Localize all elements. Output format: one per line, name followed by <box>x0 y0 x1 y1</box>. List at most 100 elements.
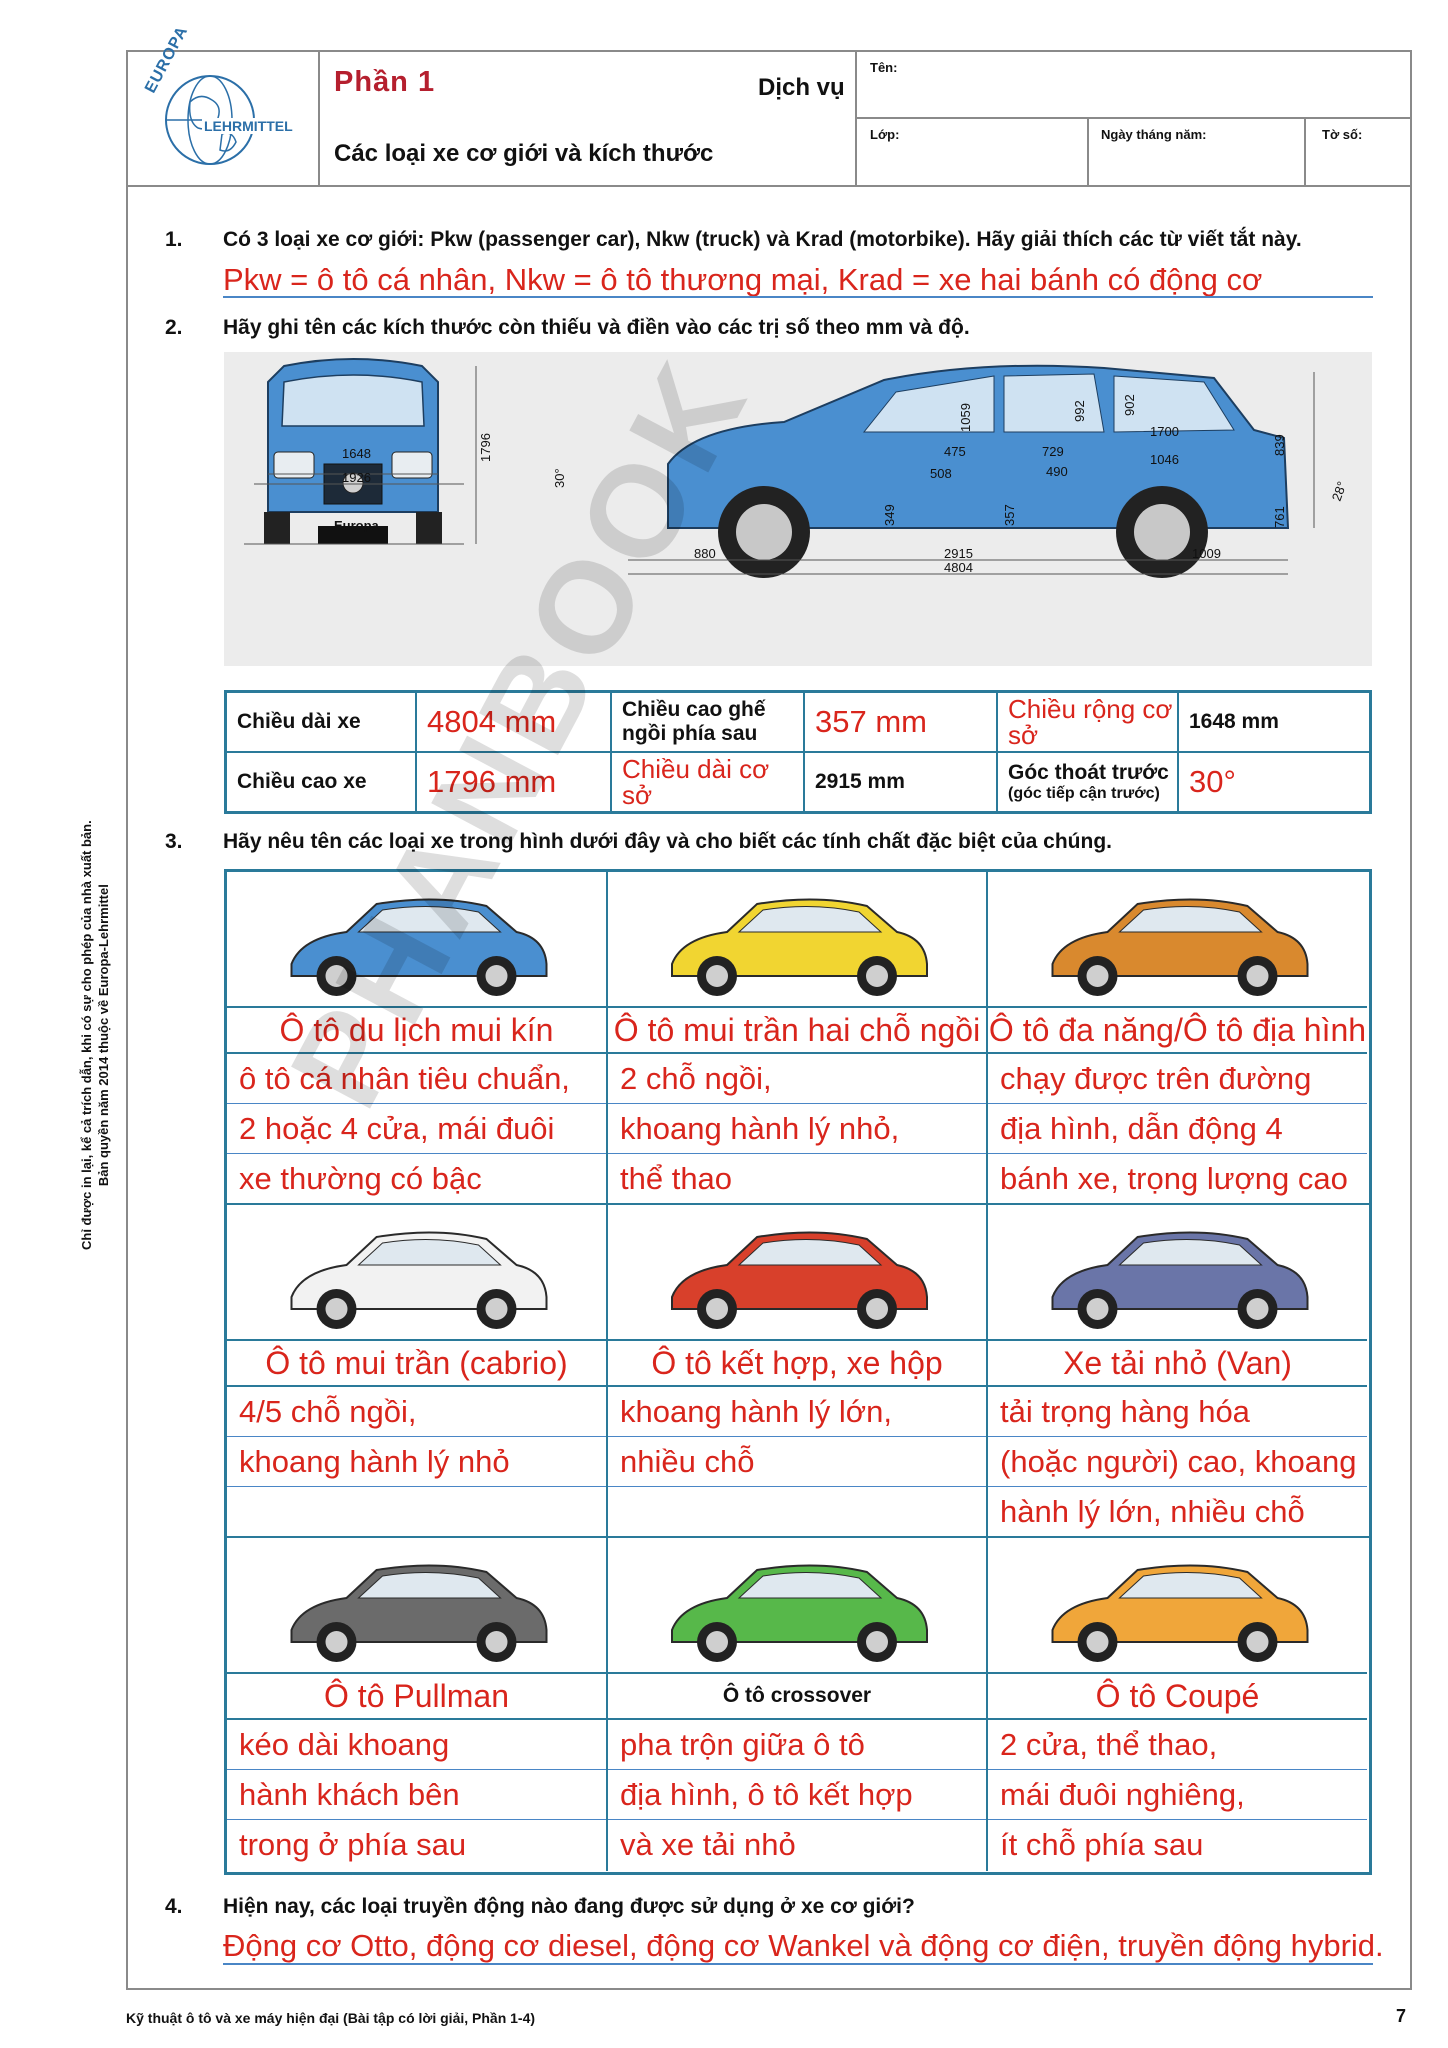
vehicle-rim <box>706 1298 728 1320</box>
class-field-label: Lớp: <box>870 127 900 142</box>
vehicle-rim <box>485 1631 508 1653</box>
question-1-number: 1. <box>165 228 183 251</box>
vehicle-illustration <box>671 898 928 996</box>
footer-title: Kỹ thuật ô tô và xe máy hiện đại (Bài tậ… <box>126 2010 536 2026</box>
vehicle-feature-line: ô tô cá nhân tiêu chuẩn, <box>227 1054 606 1104</box>
vehicle-type-name: Ô tô Coupé <box>988 1672 1367 1720</box>
question-2-number: 2. <box>165 316 183 339</box>
angle-label-sub: (góc tiếp cận trước) <box>1008 785 1160 802</box>
vehicle-feature-line: và xe tải nhỏ <box>620 1827 796 1862</box>
cell-track-label: Chiều rộng cơ sở <box>998 693 1179 753</box>
front-badge: Europa <box>334 518 380 533</box>
vehicle-rim <box>1086 1298 1109 1320</box>
vehicle-rim <box>485 965 508 987</box>
question-4-number: 4. <box>165 1895 183 1918</box>
vehicle-feature-line: 2 hoặc 4 cửa, mái đuôi <box>227 1104 606 1154</box>
dim-1046: 1046 <box>1150 452 1179 467</box>
vehicle-type-name: Ô tô crossover <box>608 1672 986 1720</box>
vehicle-feature-line: hành lý lớn, nhiều chỗ <box>1000 1494 1305 1529</box>
dim-overhang-front: 880 <box>694 546 716 561</box>
dimension-table: Chiều dài xe 4804 mm Chiều cao ghế ngồi … <box>224 690 1372 814</box>
vehicle-window <box>737 1238 883 1266</box>
vehicle-feature-line: khoang hành lý nhỏ, <box>608 1104 986 1154</box>
vehicle-rim <box>1246 1298 1269 1320</box>
date-field-label: Ngày tháng năm: <box>1101 127 1207 142</box>
vehicle-feature-line: tải trọng hàng hóa <box>988 1387 1367 1437</box>
cell-height-value: 1796 mm <box>417 753 612 811</box>
vehicle-window <box>357 905 502 933</box>
cell-length-value: 4804 mm <box>417 693 612 753</box>
vehicle-illustration <box>1051 1231 1309 1329</box>
dim-349: 349 <box>882 504 897 526</box>
vehicle-rim <box>325 1298 348 1320</box>
vehicle-card: Ô tô mui trần (cabrio)4/5 chỗ ngồi,khoan… <box>227 1205 608 1538</box>
vehicle-window <box>737 905 883 933</box>
vehicle-rim <box>866 1631 888 1653</box>
question-3-text: Hãy nêu tên các loại xe trong hình dưới … <box>223 830 1112 853</box>
vehicle-rim <box>325 1631 348 1653</box>
vehicle-feature-line: khoang hành lý lớn, <box>608 1387 986 1437</box>
cell-length-label: Chiều dài xe <box>227 693 417 753</box>
vehicle-rim <box>485 1298 508 1320</box>
vehicle-feature-line: 4/5 chỗ ngồi, <box>227 1387 606 1437</box>
name-field-label: Tên: <box>870 60 898 75</box>
vehicle-rim <box>866 965 888 987</box>
car-dimension-drawing: 1648 1926 1796 Europa 30° 28° 880 2915 1… <box>244 358 1350 578</box>
dim-height: 1796 <box>478 433 493 462</box>
vehicle-type-name: Xe tải nhỏ (Van) <box>988 1339 1367 1387</box>
vehicle-type-name: Ô tô mui trần (cabrio) <box>227 1339 606 1387</box>
vehicle-feature-line: mái đuôi nghiêng, <box>988 1770 1367 1820</box>
divider <box>318 50 320 187</box>
vehicle-feature-line: địa hình, ô tô kết hợp <box>608 1770 986 1820</box>
vehicle-feature-line: xe thường có bậc <box>239 1161 482 1196</box>
vehicle-card: Xe tải nhỏ (Van)tải trọng hàng hóa(hoặc … <box>988 1205 1369 1538</box>
page-frame <box>126 50 1412 1990</box>
cell-angle-value: 30° <box>1189 764 1236 799</box>
dim-357: 357 <box>1002 504 1017 526</box>
dim-angle-front: 30° <box>552 468 567 488</box>
dim-761: 761 <box>1272 506 1287 528</box>
vehicle-type-name: Ô tô Pullman <box>227 1672 606 1720</box>
dim-1059: 1059 <box>958 403 973 432</box>
vehicle-rim <box>706 1631 728 1653</box>
vehicle-feature-line: địa hình, dẫn động 4 <box>988 1104 1367 1154</box>
question-4-answer: Động cơ Otto, động cơ diesel, động cơ Wa… <box>223 1928 1384 1963</box>
vehicle-feature-line: khoang hành lý nhỏ <box>227 1437 606 1487</box>
dim-729: 729 <box>1042 444 1064 459</box>
vehicle-type-name: Ô tô đa năng/Ô tô địa hình <box>988 1006 1367 1054</box>
vehicle-type-name: Ô tô du lịch mui kín <box>227 1006 606 1054</box>
divider <box>1087 117 1089 187</box>
dim-902: 902 <box>1122 394 1137 416</box>
vehicle-illustration <box>290 1564 548 1662</box>
question-2-text: Hãy ghi tên các kích thước còn thiếu và … <box>223 316 970 339</box>
dim-1700: 1700 <box>1150 424 1179 439</box>
vehicle-feature-line: trong ở phía sau <box>239 1827 467 1862</box>
vehicle-feature-line: hành khách bên <box>227 1770 606 1820</box>
vehicle-feature-line <box>227 1487 606 1537</box>
vehicle-feature-line: 2 cửa, thể thao, <box>988 1720 1367 1770</box>
vehicle-rim <box>1246 1631 1269 1653</box>
vehicle-window <box>737 1571 883 1599</box>
vehicle-window <box>357 1238 502 1266</box>
vehicle-feature-line: pha trộn giữa ô tô <box>608 1720 986 1770</box>
dim-angle-rear: 28° <box>1329 479 1350 503</box>
vehicle-feature-line: (hoặc người) cao, khoang <box>988 1437 1367 1487</box>
dim-track: 1648 <box>342 446 371 461</box>
vehicle-feature-line <box>608 1487 986 1537</box>
vehicle-illustration <box>1051 898 1309 996</box>
side-view-car <box>667 364 1290 578</box>
question-3-number: 3. <box>165 830 183 853</box>
cell-angle-label: Góc thoát trước (góc tiếp cận trước) <box>998 753 1179 811</box>
subtitle: Các loại xe cơ giới và kích thước <box>334 140 714 167</box>
page-number: 7 <box>1396 2006 1407 2026</box>
vehicle-window <box>1118 1571 1263 1599</box>
dimension-drawing-panel: 1648 1926 1796 Europa 30° 28° 880 2915 1… <box>224 352 1372 666</box>
dim-839: 839 <box>1272 434 1287 456</box>
